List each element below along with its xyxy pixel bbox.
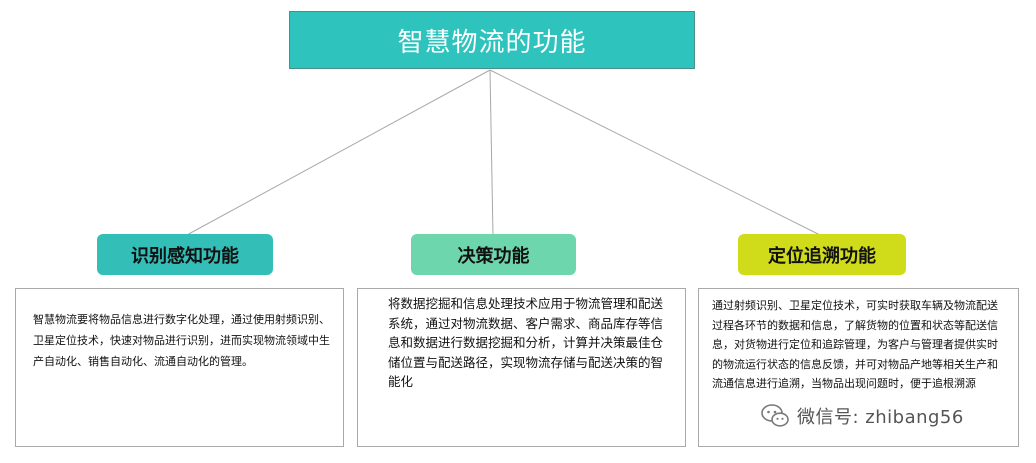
wechat-icon [761, 404, 789, 427]
diagram-title: 智慧物流的功能 [397, 27, 587, 58]
diagram-title-box: 智慧物流的功能 [289, 11, 695, 69]
connector-line-right [489, 69, 823, 237]
description-box-decision: 将数据挖掘和信息处理技术应用于物流管理和配送系统，通过对物流数据、客户需求、商品… [357, 288, 686, 447]
category-label-decision: 决策功能 [457, 245, 530, 267]
description-text-decision: 将数据挖掘和信息处理技术应用于物流管理和配送系统，通过对物流数据、客户需求、商品… [388, 296, 664, 389]
connector-line-left [184, 69, 491, 237]
category-label-recognition: 识别感知功能 [131, 245, 239, 267]
category-label-tracking: 定位追溯功能 [768, 245, 876, 267]
category-box-tracking: 定位追溯功能 [738, 234, 906, 275]
description-box-tracking: 通过射频识别、卫星定位技术，可实时获取车辆及物流配送过程各环节的数据和信息，了解… [698, 288, 1019, 447]
description-text-recognition: 智慧物流要将物品信息进行数字化处理，通过使用射频识别、卫星定位技术，快速对物品进… [33, 313, 330, 368]
watermark-text: 微信号: zhibang56 [797, 407, 964, 428]
category-box-recognition: 识别感知功能 [97, 234, 273, 275]
connector-line-middle [489, 69, 494, 237]
watermark: 微信号: zhibang56 [760, 399, 964, 433]
category-box-decision: 决策功能 [411, 234, 576, 275]
description-text-tracking: 通过射频识别、卫星定位技术，可实时获取车辆及物流配送过程各环节的数据和信息，了解… [712, 299, 998, 390]
description-box-recognition: 智慧物流要将物品信息进行数字化处理，通过使用射频识别、卫星定位技术，快速对物品进… [15, 288, 344, 447]
